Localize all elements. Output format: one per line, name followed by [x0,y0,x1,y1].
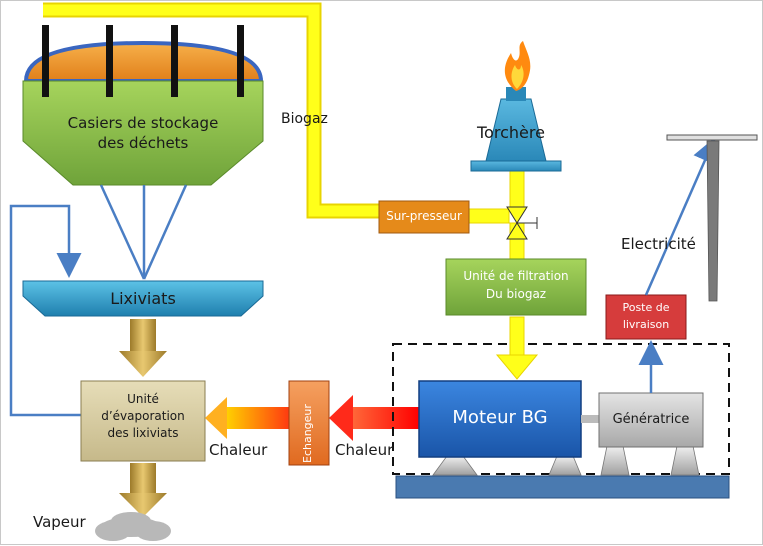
engine-base [395,475,730,499]
generator-label: Génératrice [612,412,690,427]
engine-shaft [581,415,599,423]
substation-to-grid-arrow [644,137,717,296]
substation-label-line1: Poste de [622,301,670,314]
vapor-cloud [95,512,171,541]
biogas-label: Biogaz [281,111,328,127]
storage-cells-label-line1: Casiers de stockage [67,114,219,132]
exchanger-label: Echangeur [301,404,314,463]
leachate-drain-lines [99,184,188,280]
engine-label: Moteur BG [452,407,548,428]
power-pylon [666,134,758,302]
evap-label-line2: d’évaporation [101,409,185,423]
biogas-engine [418,380,582,458]
leachate-to-evap-arrow [119,319,167,377]
evaporation-unit [80,380,206,462]
filtration-unit-label: Unité de filtration Du biogaz [446,267,586,303]
flame-icon [504,41,531,91]
heat-label-right: Chaleur [335,441,394,459]
filtration-label-line1: Unité de filtration [463,269,569,283]
heat-arrow-to-evap [205,397,289,439]
vapor-label: Vapeur [33,513,86,531]
heat-arrow-to-exchanger [329,395,419,441]
engine-feet [432,445,700,476]
booster [378,200,470,234]
evaporation-unit-label: Unité d’évaporation des lixiviats [81,391,205,442]
substation-label-line2: livraison [622,318,670,331]
heat-exchanger [288,380,330,466]
heat-label-left: Chaleur [209,441,268,459]
storage-cells-label-line2: des déchets [97,134,189,152]
booster-label: Sur-presseur [386,209,462,223]
filtration-unit [445,258,587,316]
electricity-label: Electricité [621,235,696,253]
filtration-label-line2: Du biogaz [485,287,547,301]
delivery-substation [605,294,687,340]
flare-label: Torchère [477,123,545,142]
evap-label-line3: des lixiviats [107,426,179,440]
flare-torch [470,87,562,172]
storage-cells [22,25,264,186]
substation-label: Poste de livraison [606,299,686,333]
leachate-label: Lixiviats [110,289,176,308]
biogas-pipe [43,2,525,264]
evap-label-line1: Unité [127,392,159,406]
storage-cells-label: Casiers de stockage des déchets [23,113,263,153]
filtration-to-engine-arrow [495,316,539,380]
evap-to-vapor-arrow [119,463,167,517]
valve-icon [506,206,538,240]
leachate-basin [22,280,264,317]
generator [598,392,704,448]
recirculation-loop [9,204,82,417]
